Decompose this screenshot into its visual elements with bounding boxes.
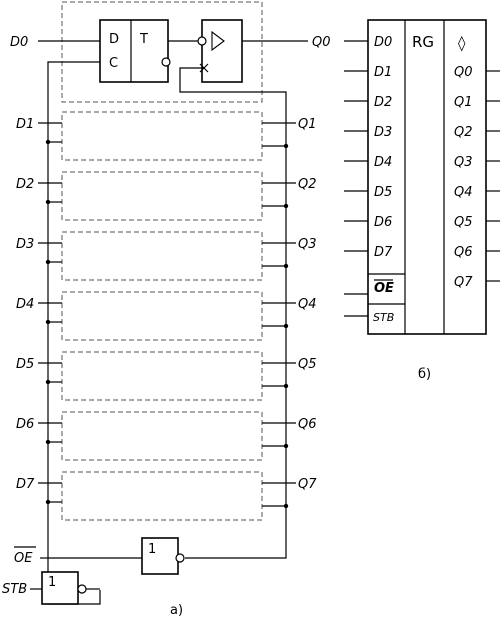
tristate-symbol-icon: ◊ <box>458 34 466 52</box>
caption-b: б) <box>418 367 431 382</box>
rg-symbol-box <box>367 19 487 335</box>
bit-cell: D4 Q4 <box>16 291 317 341</box>
bit-cell: D2 Q2 <box>16 171 317 221</box>
bit-cell: D3 Q3 <box>16 231 317 281</box>
latch-t-label: T <box>139 32 148 47</box>
bit0-cell <box>61 1 263 103</box>
symbol-output-label: Q1 <box>454 95 473 110</box>
stb-buffer-gate <box>41 571 79 605</box>
symbol-input-label: D1 <box>374 65 392 80</box>
input-label: D6 <box>16 417 34 432</box>
stb-input-label: STB <box>2 582 27 597</box>
symbol-output-label: Q0 <box>454 65 473 80</box>
buffer-input-bubble <box>197 36 207 46</box>
q0-output-label: Q0 <box>312 35 331 50</box>
symbol-stb-label: STB <box>373 311 394 324</box>
stb-junction-dot <box>45 259 51 265</box>
tristate-buffer <box>201 19 243 83</box>
oe-junction-dot <box>283 503 289 509</box>
symbol-output-label: Q4 <box>454 185 473 200</box>
bit-cell: D6 Q6 <box>16 411 317 461</box>
output-label: Q3 <box>298 237 317 252</box>
symbol-output-label: Q6 <box>454 245 473 260</box>
stb-junction-dot <box>45 319 51 325</box>
d-latch <box>99 19 169 83</box>
bit-cell-box <box>61 291 263 341</box>
stb-junction-dot <box>45 439 51 445</box>
symbol-input-label: D7 <box>374 245 393 260</box>
oe-gate-label: 1 <box>148 542 156 557</box>
input-label: D3 <box>16 237 34 252</box>
latch-c-label: C <box>109 56 118 71</box>
symbol-input-label: D3 <box>374 125 392 140</box>
oe-gate-bubble <box>175 553 185 563</box>
oe-junction-dot <box>283 143 289 149</box>
stb-gate-label: 1 <box>48 575 56 590</box>
input-label: D5 <box>16 357 34 372</box>
latch-d-label: D <box>109 32 119 47</box>
symbol-output-label: Q3 <box>454 155 473 170</box>
output-label: Q7 <box>298 477 317 492</box>
oe-junction-dot <box>283 383 289 389</box>
caption-a: а) <box>170 603 183 618</box>
stb-junction-dot <box>45 139 51 145</box>
input-label: D2 <box>16 177 34 192</box>
symbol-output-label: Q7 <box>454 275 473 290</box>
output-label: Q6 <box>298 417 317 432</box>
oe-junction-dot <box>283 203 289 209</box>
bit-cell: D7 Q7 <box>16 471 317 521</box>
stb-junction-dot <box>45 379 51 385</box>
symbol-input-label: D4 <box>374 155 392 170</box>
d0-input-label: D0 <box>10 35 28 50</box>
bit-cell-box <box>61 411 263 461</box>
stb-junction-dot <box>45 499 51 505</box>
oe-input-label: OE <box>14 551 33 566</box>
buffer-triangle-icon <box>211 30 225 52</box>
symbol-output-label: Q5 <box>454 215 473 230</box>
symbol-input-label: D2 <box>374 95 392 110</box>
rg-title: RG <box>412 33 434 51</box>
bit-cell: D1 Q1 <box>16 111 317 161</box>
output-label: Q1 <box>298 117 317 132</box>
symbol-oe-label: OE <box>374 281 394 296</box>
output-label: Q5 <box>298 357 317 372</box>
input-label: D7 <box>16 477 35 492</box>
oe-junction-dot <box>283 443 289 449</box>
bit-cell-box <box>61 171 263 221</box>
symbol-input-label: D0 <box>374 35 392 50</box>
bit-cell-box <box>61 351 263 401</box>
bit-cell: D5 Q5 <box>16 351 317 401</box>
oe-junction-dot <box>283 323 289 329</box>
oe-inverter-gate <box>141 537 179 575</box>
stb-gate-bubble <box>77 584 87 594</box>
inverted-output-bubble <box>161 57 171 67</box>
input-label: D1 <box>16 117 34 132</box>
symbol-input-label: D5 <box>374 185 392 200</box>
output-label: Q4 <box>298 297 317 312</box>
input-label: D4 <box>16 297 34 312</box>
output-label: Q2 <box>298 177 317 192</box>
symbol-input-label: D6 <box>374 215 392 230</box>
oe-junction-dot <box>283 263 289 269</box>
bit-cell-box <box>61 471 263 521</box>
symbol-output-label: Q2 <box>454 125 473 140</box>
stb-junction-dot <box>45 199 51 205</box>
bit-cell-box <box>61 111 263 161</box>
bit-cell-box <box>61 231 263 281</box>
